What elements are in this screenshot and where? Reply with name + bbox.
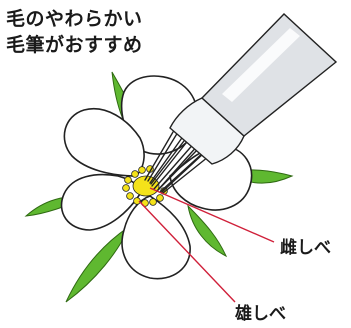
stamen-dot xyxy=(126,192,134,200)
title-line-2: 毛筆がおすすめ xyxy=(6,34,143,56)
petal-left xyxy=(63,107,145,177)
leaf-lower-right xyxy=(187,204,228,258)
stamen-dot xyxy=(131,170,139,178)
brush-bristles xyxy=(144,131,209,194)
stamen-dot xyxy=(138,166,146,174)
stamen-dot xyxy=(122,184,130,192)
leader-line-stamen xyxy=(138,200,236,303)
leaf-bottom xyxy=(65,224,132,303)
stamen-dot xyxy=(149,198,157,206)
label-stamen: 雄しべ xyxy=(235,304,286,324)
flower-icon xyxy=(60,75,253,280)
stamen-dot xyxy=(124,176,132,184)
brush-handle-shine xyxy=(222,28,300,102)
stamen-dot xyxy=(133,197,141,205)
title-line-1: 毛のやわらかい xyxy=(6,8,143,30)
label-pistil: 雌しべ xyxy=(280,238,331,258)
leader-lines xyxy=(138,187,275,303)
leader-line-pistil xyxy=(149,187,275,243)
brush-handle xyxy=(200,13,338,137)
petal-bottom xyxy=(121,195,191,280)
stamen-dot xyxy=(156,194,164,202)
brush-icon xyxy=(144,13,338,194)
